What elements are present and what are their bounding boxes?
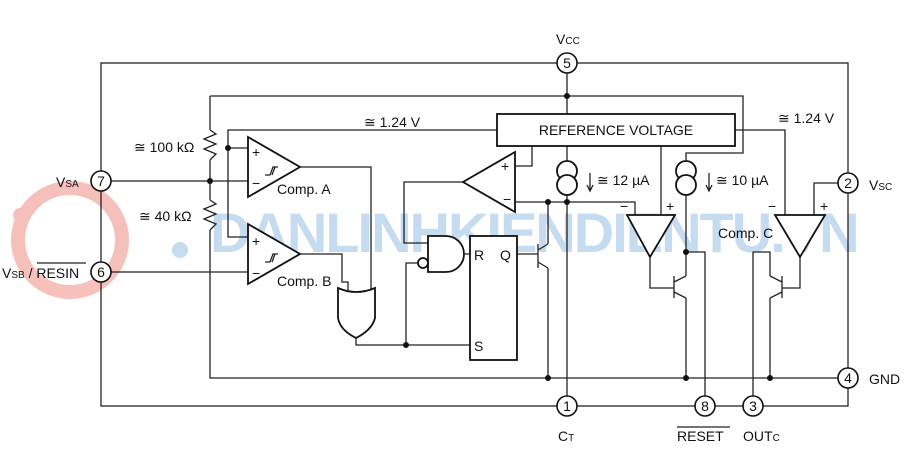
ff-s-label: S — [474, 338, 483, 354]
junctions — [207, 93, 773, 381]
i2-value: ≅ 10 µA — [716, 172, 769, 188]
svg-text:−: − — [768, 198, 776, 214]
vref-right-value: ≅ 1.24 V — [778, 110, 835, 126]
arrow-down-icon — [586, 173, 594, 193]
svg-text:2: 2 — [844, 175, 852, 191]
svg-text:−: − — [503, 191, 511, 207]
ff-q-label: Q — [500, 247, 511, 263]
pin-1: 1 — [556, 395, 578, 417]
svg-text:−: − — [252, 265, 260, 281]
pin-7-label: VSA — [56, 174, 79, 190]
pin-3: 3 — [742, 395, 764, 417]
pin-6-label: VSB / RESIN — [2, 265, 79, 281]
pin-3-label: OUTC — [743, 428, 780, 444]
arrow-down-icon — [705, 173, 713, 193]
r1-value: ≅ 100 kΩ — [134, 139, 194, 155]
pin-8-label: RESET — [677, 428, 724, 444]
pin-8: 8 — [694, 395, 716, 417]
pin-5: 5 — [556, 52, 578, 74]
hysteresis-icon — [265, 166, 278, 176]
pin-2: 2 — [837, 172, 859, 194]
i1-value: ≅ 12 µA — [597, 172, 650, 188]
comp-c-label: Comp. C — [718, 225, 773, 241]
pin-6: 6 — [90, 261, 112, 283]
svg-text:4: 4 — [844, 370, 852, 386]
transistor-reset — [673, 275, 687, 299]
svg-text:5: 5 — [563, 55, 571, 71]
pin-7: 7 — [90, 170, 112, 192]
svg-text:3: 3 — [749, 398, 757, 414]
comparator-reset — [625, 214, 677, 259]
comp-b-label: Comp. B — [277, 273, 331, 289]
package-outline — [100, 62, 849, 407]
pin-4: 4 — [837, 367, 859, 389]
transistor-outc — [769, 275, 783, 299]
resistor-100k — [202, 129, 218, 161]
pin-4-label: GND — [869, 371, 900, 387]
svg-text:+: + — [666, 198, 674, 214]
watermark-logo — [11, 181, 188, 299]
or-gate — [337, 286, 376, 340]
vref-left-value: ≅ 1.24 V — [364, 114, 421, 130]
nand-gate — [427, 235, 465, 273]
reference-voltage-label: REFERENCE VOLTAGE — [539, 122, 693, 138]
ff-r-label: R — [474, 247, 484, 263]
inverter-bubble — [417, 257, 429, 269]
comp-a-label: Comp. A — [277, 181, 331, 197]
current-source-10ua — [675, 160, 697, 196]
svg-text:−: − — [620, 198, 628, 214]
input-signs: + − + − + − − + − + — [252, 144, 828, 281]
svg-text:+: + — [501, 158, 509, 174]
svg-text:7: 7 — [97, 173, 105, 189]
r2-value: ≅ 40 kΩ — [139, 208, 192, 224]
comparator-c — [773, 214, 827, 259]
hysteresis-icon — [265, 253, 278, 263]
current-source-12ua — [556, 160, 578, 196]
svg-text:+: + — [820, 198, 828, 214]
pin-5-label: VCC — [556, 31, 580, 47]
transistor-ct — [537, 243, 549, 269]
svg-text:+: + — [252, 233, 260, 249]
svg-text:+: + — [252, 144, 260, 160]
error-amplifier — [461, 150, 516, 214]
pin-2-label: VSC — [869, 177, 892, 193]
svg-text:1: 1 — [563, 398, 571, 414]
reference-voltage-block — [496, 113, 736, 147]
rs-flip-flop — [469, 235, 518, 361]
svg-text:6: 6 — [97, 264, 105, 280]
svg-text:−: − — [252, 175, 260, 191]
pin-1-label: CT — [558, 428, 574, 444]
svg-text:8: 8 — [701, 398, 709, 414]
resistor-40k — [202, 199, 218, 231]
